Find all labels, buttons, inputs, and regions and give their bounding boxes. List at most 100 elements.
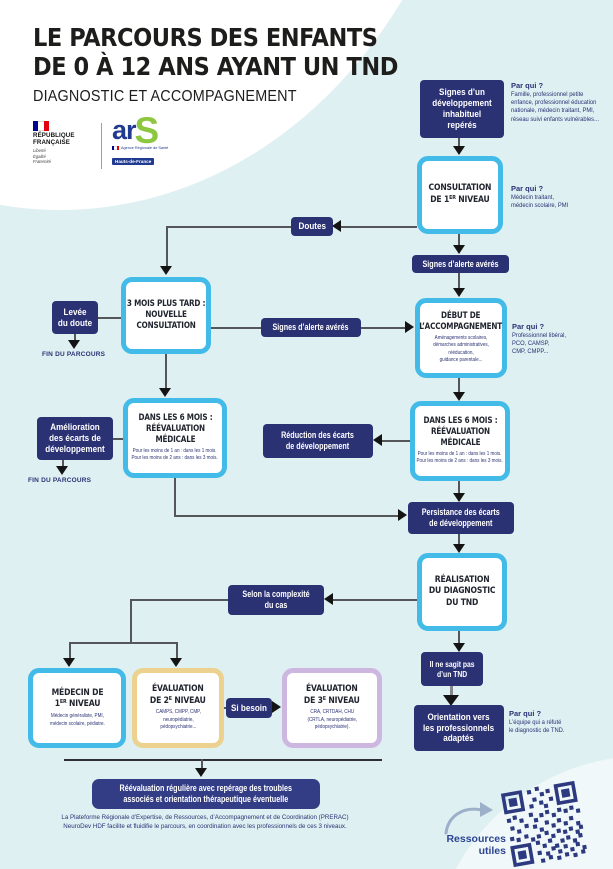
arrow-down-icon [56, 466, 68, 475]
par-qui-title: Par qui ? [512, 322, 545, 331]
par-qui-signes: Par qui ? Famille, professionnel petite … [511, 81, 609, 126]
arrow-down-icon [170, 658, 182, 667]
arrow-down-icon [68, 340, 80, 349]
signes-developpement-label: Signes d’un développement inhabituel rep… [432, 87, 492, 130]
realisation-diagnostic-box: RÉALISATION DU DIAGNOSTIC DU TND [417, 553, 507, 631]
debut-accompagnement-detail: Aménagements scolaires, démarches admini… [433, 334, 489, 364]
reduction-ecarts-box: Réduction des écarts de développement [263, 424, 373, 458]
realisation-diagnostic-title: RÉALISATION DU DIAGNOSTIC DU TND [428, 574, 496, 608]
page-subtitle: DIAGNOSTIC ET ACCOMPAGNEMENT [33, 88, 297, 105]
fin-du-parcours-label-1: FIN DU PARCOURS [42, 351, 106, 358]
footer-line-1: La Plateforme Régionale d’Expertise, de … [61, 814, 349, 821]
pas-un-tnd-label: Il ne sagit pas d’un TND [429, 658, 475, 679]
pas-un-tnd-box: Il ne sagit pas d’un TND [421, 652, 483, 686]
selon-complexite-label: Selon la complexité du cas [242, 589, 310, 610]
evaluation-niveau3-title: ÉVALUATION DE 3ᴱ NIVEAU [304, 684, 360, 706]
connector-line [174, 515, 398, 517]
reevaluation-detail: Pour les moins de 1 an : dans les 1 mois… [416, 450, 504, 465]
persistance-ecarts-label: Persistance des écarts de développement [421, 507, 501, 528]
connector-line [69, 642, 71, 659]
consultation-niveau1-box: CONSULTATION DE 1ᴱᴿ NIVEAU [417, 156, 503, 234]
connector-line [450, 686, 453, 697]
republique-motto: Liberté Égalité Fraternité [33, 148, 51, 165]
arrow-right-icon [405, 321, 414, 333]
si-besoin-box: Si besoin [226, 698, 272, 718]
evaluation-niveau2-detail: CAMPS, CMPP, CMP, neuropédiatrie, pédops… [155, 709, 201, 731]
reevaluation-medicale-gauche-box: DANS LES 6 MOIS : RÉÉVALUATION MÉDICALE … [123, 398, 227, 478]
arrow-down-icon [453, 544, 465, 553]
reevaluation-title: DANS LES 6 MOIS : RÉÉVALUATION MÉDICALE [138, 413, 212, 445]
arrow-down-icon [453, 643, 465, 652]
connector-line [458, 481, 460, 495]
connector-line [458, 273, 460, 290]
arrow-down-icon [195, 768, 207, 777]
arrow-down-icon [159, 388, 171, 397]
orientation-professionnels-label: Orientation vers les professionnels adap… [423, 711, 495, 744]
persistance-ecarts-box: Persistance des écarts de développement [408, 502, 514, 534]
debut-accompagnement-title: DÉBUT DE L’ACCOMPAGNEMENT [419, 311, 503, 332]
evaluation-niveau3-box: ÉVALUATION DE 3ᴱ NIVEAU CRA, CRTDAH, CHU… [282, 668, 382, 748]
amelioration-ecarts-box: Amélioration des écarts de développement [37, 417, 113, 460]
logo-divider [101, 123, 102, 169]
evaluation-niveau3-detail: CRA, CRTDAH, CHU (CRTLA, neuropédiatrie,… [307, 709, 357, 731]
reevaluation-medicale-droite-box: DANS LES 6 MOIS : RÉÉVALUATION MÉDICALE … [410, 401, 510, 481]
reevaluation-detail: Pour les moins de 1 an : dans les 1 mois… [131, 447, 219, 462]
connector-line [458, 534, 460, 546]
connector-line [74, 334, 76, 341]
signes-alerte-averes-label: Signes d’alerte avérés [272, 322, 350, 333]
republique-name: RÉPUBLIQUE FRANÇAISE [33, 132, 75, 147]
arrow-down-icon [443, 695, 459, 706]
connector-line [458, 378, 460, 394]
si-besoin-label: Si besoin [230, 702, 267, 713]
reevaluation-title: DANS LES 6 MOIS : RÉÉVALUATION MÉDICALE [423, 416, 497, 448]
connector-line [62, 460, 64, 467]
orientation-professionnels-box: Orientation vers les professionnels adap… [414, 705, 504, 751]
par-qui-text: L’équipe qui a réfuté le diagnostic de T… [509, 719, 565, 735]
arrow-down-icon [453, 245, 465, 254]
logo-republique-francaise: RÉPUBLIQUE FRANÇAISE Liberté Égalité Fra… [33, 121, 75, 165]
arrow-left-icon [373, 434, 382, 446]
arrow-right-icon [398, 509, 407, 521]
signes-developpement-box: Signes d’un développement inhabituel rep… [420, 80, 504, 138]
connector-line [341, 226, 417, 228]
par-qui-title: Par qui ? [509, 709, 542, 718]
connector-line [167, 226, 291, 228]
reevaluation-banner: Réévaluation régulière avec repérage des… [92, 779, 320, 809]
connector-line [70, 642, 178, 644]
french-flag-icon [112, 145, 119, 150]
connector-line [131, 599, 228, 601]
evaluation-niveau2-box: ÉVALUATION DE 2ᴱ NIVEAU CAMPS, CMPP, CMP… [132, 668, 224, 748]
arrow-down-icon [63, 658, 75, 667]
arrow-right-icon [272, 701, 281, 713]
ars-agency-name: Agence Régionale de Santé [121, 145, 169, 150]
par-qui-text: Médecin traitant, médecin scolaire, PMI [511, 194, 569, 210]
page-title: LE PARCOURS DES ENFANTS DE 0 À 12 ANS AY… [33, 23, 398, 81]
selon-complexite-box: Selon la complexité du cas [228, 585, 324, 615]
arrow-down-icon [453, 493, 465, 502]
par-qui-orientation: Par qui ? L’équipe qui a réfuté le diagn… [509, 709, 607, 737]
levee-du-doute-box: Levée du doute [52, 301, 98, 334]
qr-code [500, 780, 588, 868]
connector-line [165, 354, 167, 389]
arrow-down-icon [453, 392, 465, 401]
logo-ars: ar S Agence Régionale de Santé Hauts-de-… [112, 112, 169, 168]
consultation-niveau1-title: CONSULTATION DE 1ᴱᴿ NIVEAU [428, 183, 492, 205]
par-qui-consultation: Par qui ? Médecin traitant, médecin scol… [511, 184, 609, 212]
arrow-down-icon [453, 288, 465, 297]
medecin-niveau1-box: MÉDECIN DE 1ᴱᴿ NIVEAU Médecin généralist… [28, 668, 126, 748]
footer-line-2: NeuroDev HDF facilite et fluidifie le pa… [63, 823, 347, 830]
par-qui-text: Famille, professionnel petite enfance, p… [511, 91, 599, 123]
medecin-niveau1-title: MÉDECIN DE 1ᴱᴿ NIVEAU [51, 687, 103, 710]
curved-arrow-icon [438, 795, 498, 842]
par-qui-title: Par qui ? [511, 184, 544, 193]
reduction-ecarts-label: Réduction des écarts de développement [281, 430, 355, 451]
collector-line [64, 759, 382, 761]
connector-line [98, 317, 121, 319]
arrow-down-icon [453, 146, 465, 155]
arrow-left-icon [324, 593, 333, 605]
arrow-down-icon [160, 266, 172, 275]
par-qui-title: Par qui ? [511, 81, 544, 90]
signes-alerte-averes-box-2: Signes d’alerte avérés [261, 318, 361, 337]
ressources-utiles-label: Ressources utiles [446, 833, 506, 858]
